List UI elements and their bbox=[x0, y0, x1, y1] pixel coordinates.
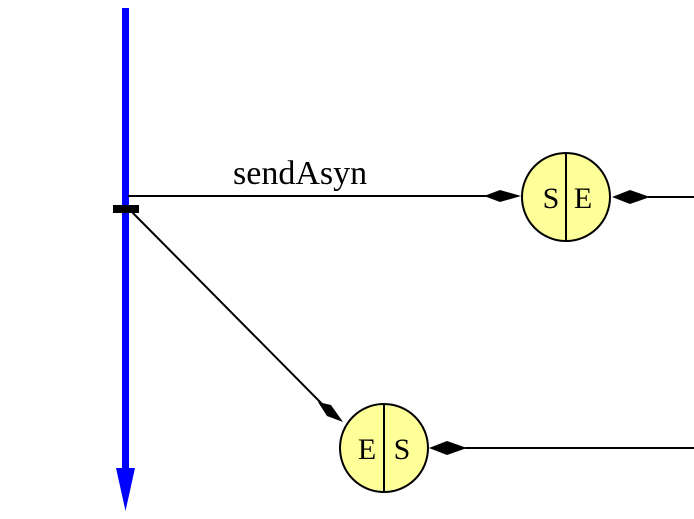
message-label: sendAsyn bbox=[233, 155, 367, 192]
node-top: S E bbox=[521, 152, 611, 242]
message-top-diamond-in bbox=[484, 190, 521, 202]
node-bottom-diamond-out bbox=[429, 441, 467, 455]
message-line-diagonal bbox=[127, 207, 329, 411]
node-bottom: E S bbox=[339, 403, 429, 493]
message-diagonal-diamond bbox=[318, 402, 343, 422]
node-top-right-label: E bbox=[574, 182, 592, 215]
node-bottom-right-label: S bbox=[394, 433, 411, 466]
node-top-diamond-out bbox=[612, 190, 650, 204]
lifeline-arrowhead bbox=[116, 468, 135, 511]
node-top-left-label: S bbox=[543, 182, 560, 215]
lifeline bbox=[116, 8, 135, 511]
activation-mark bbox=[113, 205, 139, 213]
lifeline-bar bbox=[122, 8, 129, 470]
node-bottom-left-label: E bbox=[358, 433, 376, 466]
